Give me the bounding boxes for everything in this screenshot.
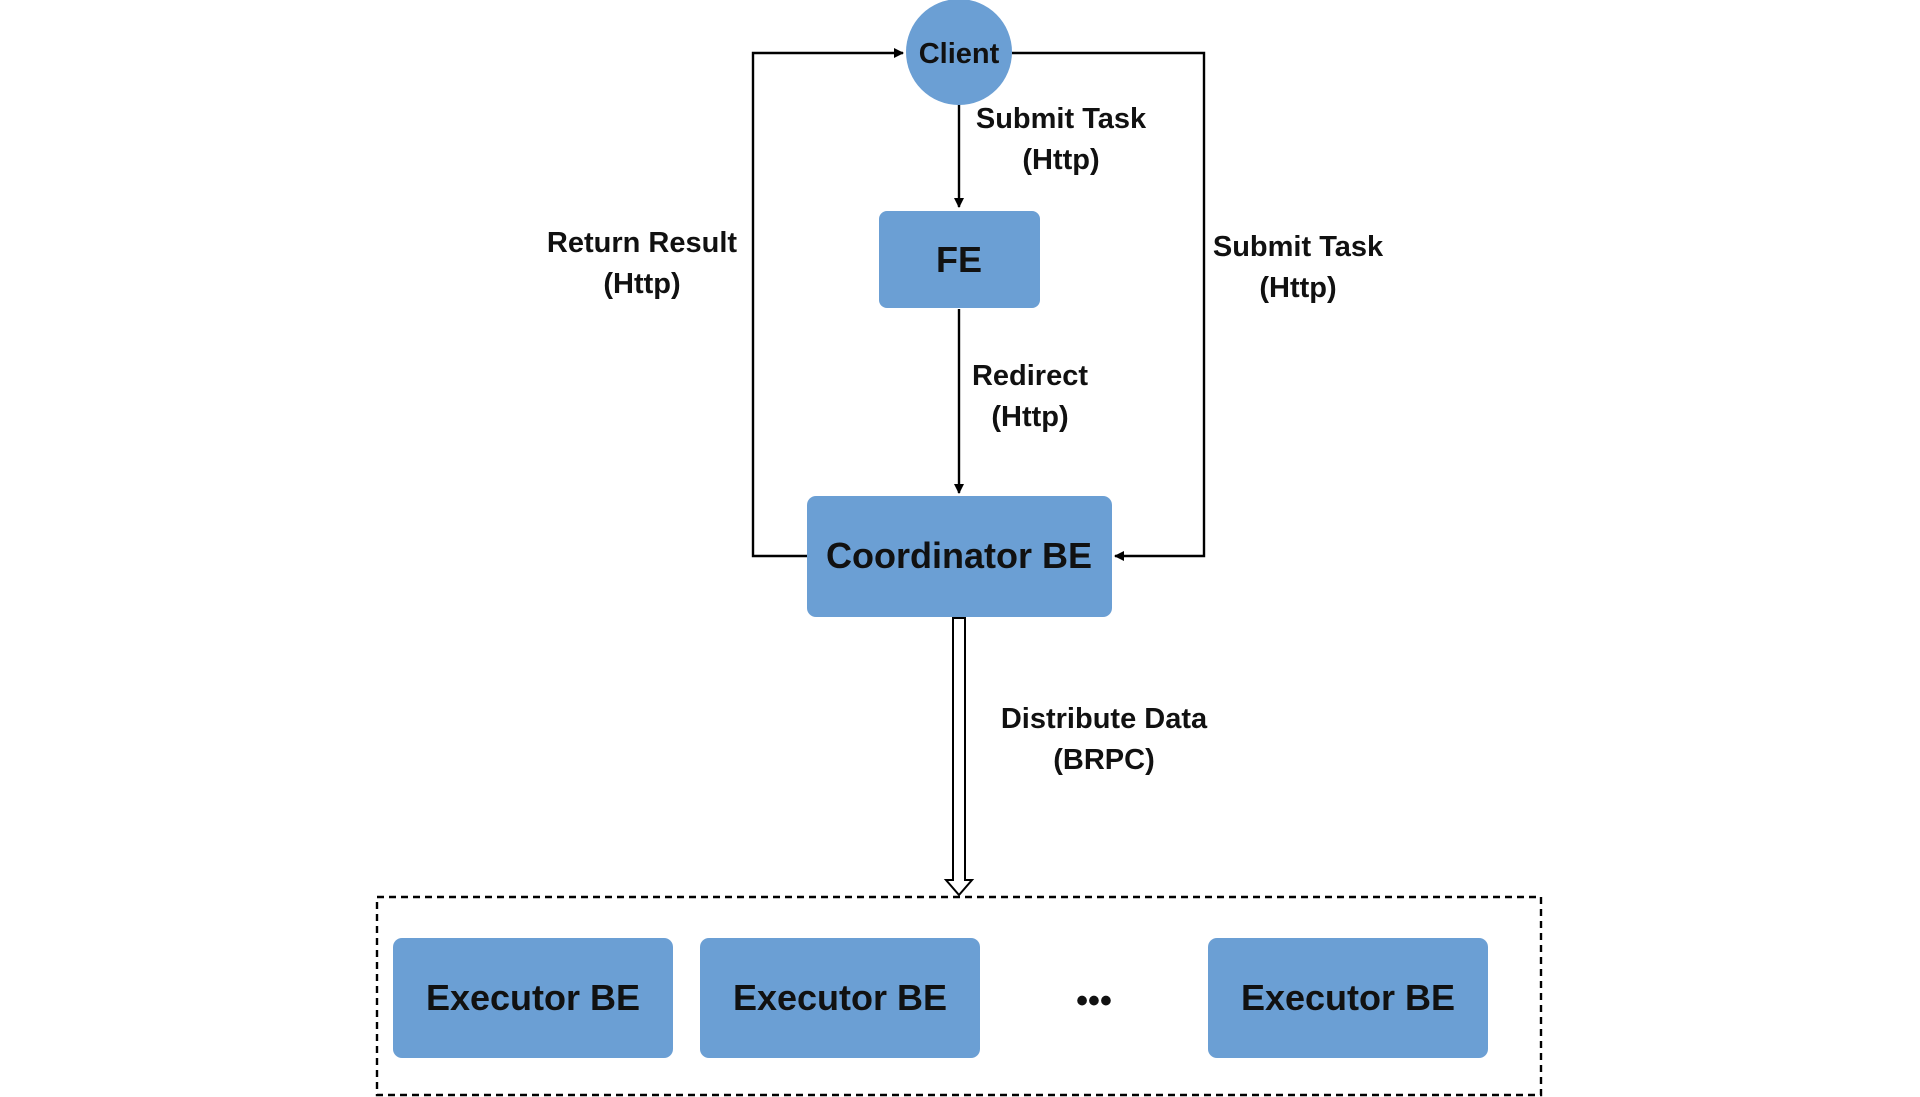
- redirect-protocol: (Http): [991, 401, 1068, 433]
- submit-task-right-protocol: (Http): [1259, 272, 1336, 304]
- executor-be-label: Executor BE: [733, 977, 947, 1018]
- submit-task-right-label: Submit Task: [1213, 231, 1384, 263]
- distribute-data-protocol: (BRPC): [1053, 744, 1155, 776]
- submit-task-protocol: (Http): [1022, 144, 1099, 176]
- executor-be-node: [393, 938, 673, 1058]
- distribute-data-arrow: [943, 617, 975, 897]
- client-node: [906, 0, 1012, 105]
- fe-node: [879, 211, 1040, 308]
- return-result-edge: [751, 48, 904, 558]
- fe-label: FE: [936, 239, 982, 280]
- coordinator-be-label: Coordinator BE: [826, 535, 1092, 576]
- client-label: Client: [919, 38, 1000, 70]
- return-result-protocol: (Http): [603, 268, 680, 300]
- distribute-data-label: Distribute Data: [1001, 703, 1208, 735]
- executor-group: [375, 895, 1543, 1097]
- executor-be-label: Executor BE: [426, 977, 640, 1018]
- executor-be-node: [1208, 938, 1488, 1058]
- executor-be-node: [700, 938, 980, 1058]
- coordinator-be-node: [807, 496, 1112, 617]
- ellipsis-label: •••: [1076, 982, 1112, 1020]
- executor-be-label: Executor BE: [1241, 977, 1455, 1018]
- submit-task-label: Submit Task: [976, 103, 1147, 135]
- return-result-label: Return Result: [547, 227, 737, 259]
- redirect-label: Redirect: [972, 360, 1088, 392]
- submit-task-right-edge: [1012, 51, 1206, 561]
